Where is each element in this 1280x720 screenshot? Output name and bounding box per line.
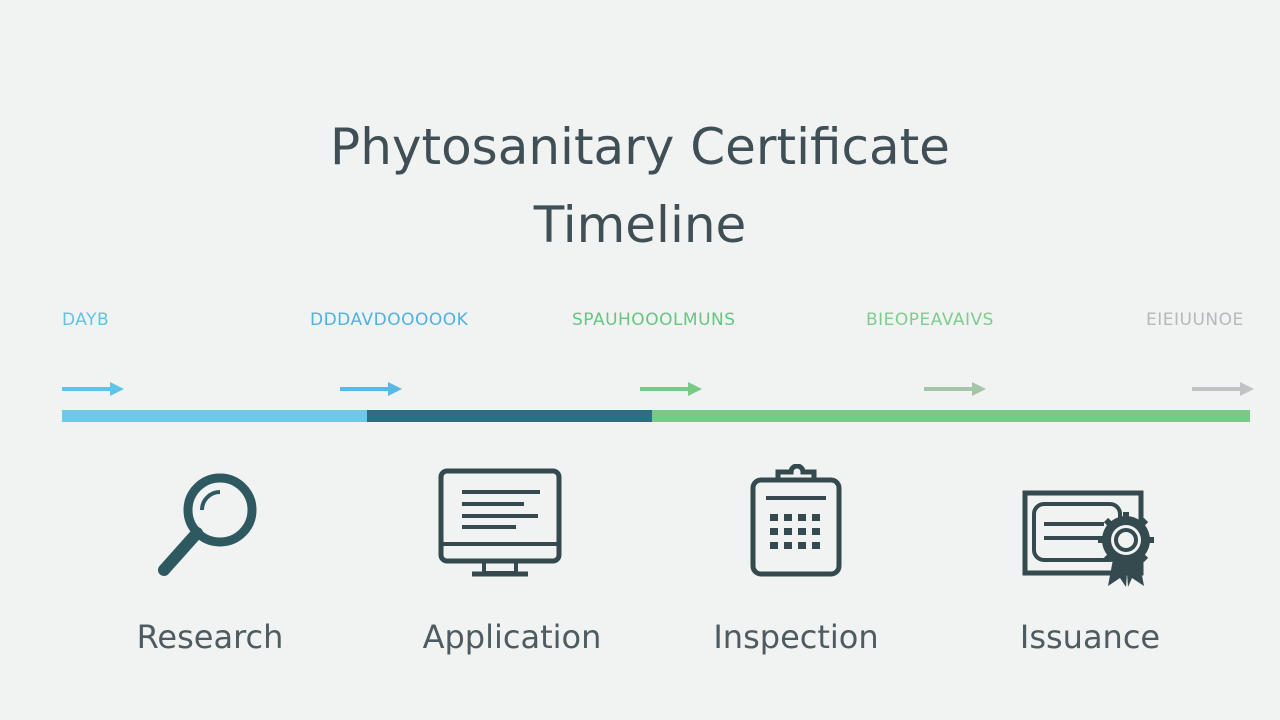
step-label-research: Research	[136, 618, 284, 656]
timeline-segment-research	[62, 410, 367, 422]
phase-label-5: EIEIUUNOE	[1146, 310, 1244, 330]
certificate-seal-icon	[1022, 490, 1154, 587]
phase-label-3: SPAUHOOOLMUNS	[572, 310, 736, 330]
arrow-right-icon	[640, 382, 702, 396]
arrow-right-icon	[1192, 382, 1254, 396]
timeline-segment-inspection-issuance	[652, 410, 1250, 422]
arrow-right-icon	[924, 382, 986, 396]
phase-label-2: DDDAVDOOOOOK	[310, 310, 469, 330]
timeline-segment-application	[367, 410, 652, 422]
step-label-issuance: Issuance	[1019, 618, 1161, 656]
magnifier-icon	[158, 473, 257, 576]
step-label-application: Application	[422, 618, 602, 656]
step-label-inspection: Inspection	[713, 618, 879, 656]
phase-label-1: DAYB	[62, 310, 110, 330]
monitor-form-icon	[438, 468, 562, 577]
title-line-1: Phytosanitary Certificate	[330, 118, 950, 176]
arrow-right-icon	[62, 382, 124, 396]
phase-label-4: BIEOPEAVAIVS	[866, 310, 994, 330]
title-line-2: Timeline	[533, 196, 747, 254]
arrow-right-icon	[340, 382, 402, 396]
calendar-clipboard-icon	[750, 464, 842, 577]
